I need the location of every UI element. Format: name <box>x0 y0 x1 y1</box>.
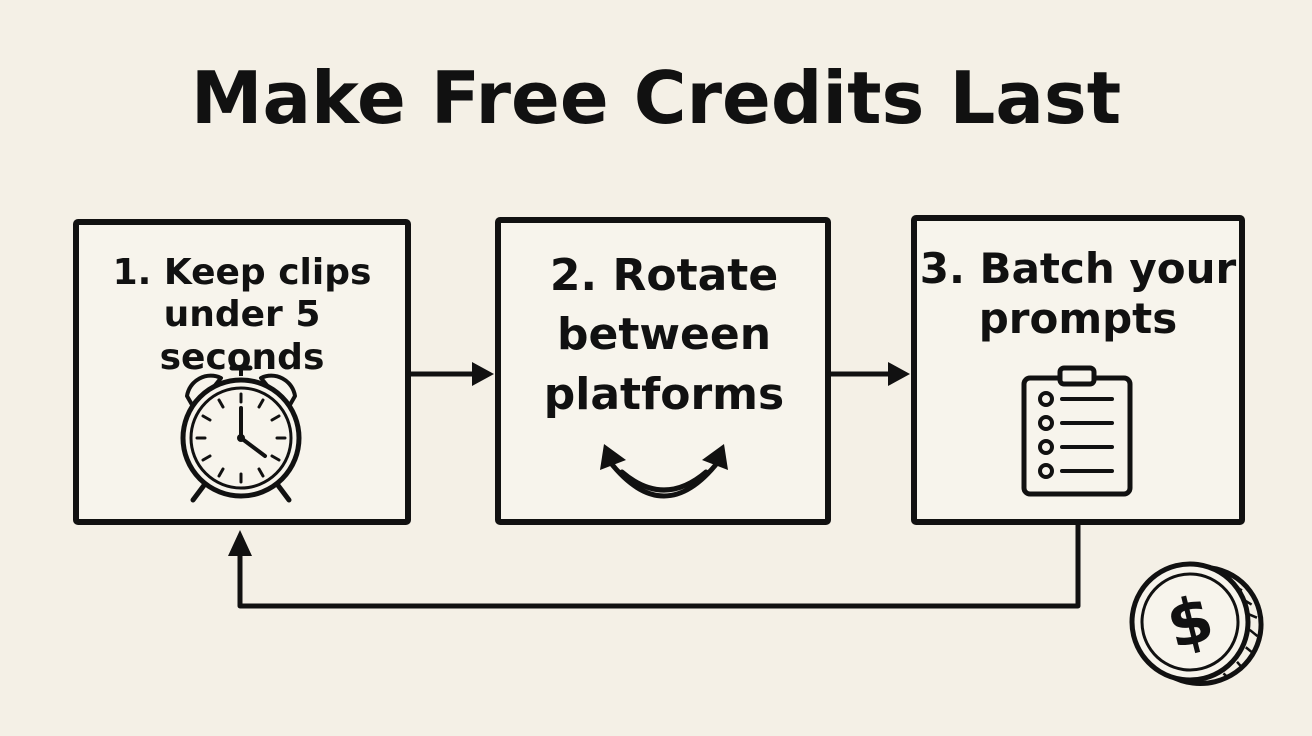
alarm-clock-icon <box>180 365 302 503</box>
step-2-line-1: 2. Rotate <box>549 250 779 301</box>
step-2-line-2: between <box>556 309 772 361</box>
arrow-step2-to-step3 <box>827 362 910 386</box>
step-1-line-2: under 5 seconds <box>159 294 325 378</box>
swap-arrows-icon <box>600 444 728 499</box>
step-1-line-1: 1. Keep clips <box>112 252 372 293</box>
dollar-coin-icon: $ <box>1129 561 1264 687</box>
step-2-line-3: platforms <box>543 368 785 420</box>
diagram-title: Make Free Credits Last <box>190 56 1122 140</box>
step-3-label: 3. Batch your prompts <box>914 244 1242 343</box>
step-1-label: 1. Keep clips under 5 seconds <box>78 252 406 379</box>
step-2-label: 2. Rotate between platforms <box>500 246 828 424</box>
step-3-line-1: 3. Batch your <box>919 244 1237 293</box>
step-box-2 <box>495 217 831 525</box>
clipboard-checklist-icon <box>1021 365 1133 497</box>
loop-back-arrow <box>228 521 1081 609</box>
step-3-line-2: prompts <box>978 293 1178 343</box>
arrow-step1-to-step2 <box>407 362 494 386</box>
